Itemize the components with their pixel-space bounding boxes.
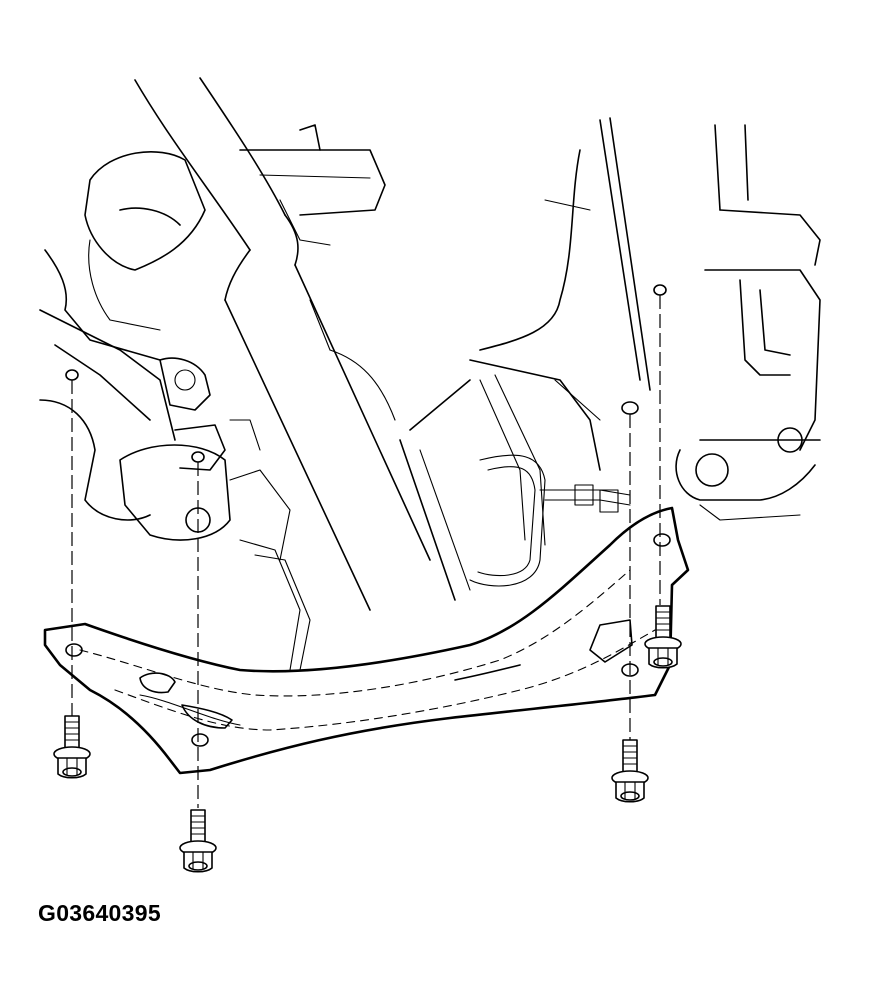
flange-bolt-icon [179, 809, 217, 873]
body-mount-holes [65, 284, 667, 463]
flange-bolt-icon [611, 739, 649, 803]
crossmember-brace [43, 506, 690, 775]
underbody-background [39, 77, 821, 671]
flange-bolt-icon [53, 715, 91, 779]
diagram-code-label: G03640395 [38, 900, 161, 926]
alignment-guides [71, 295, 661, 808]
